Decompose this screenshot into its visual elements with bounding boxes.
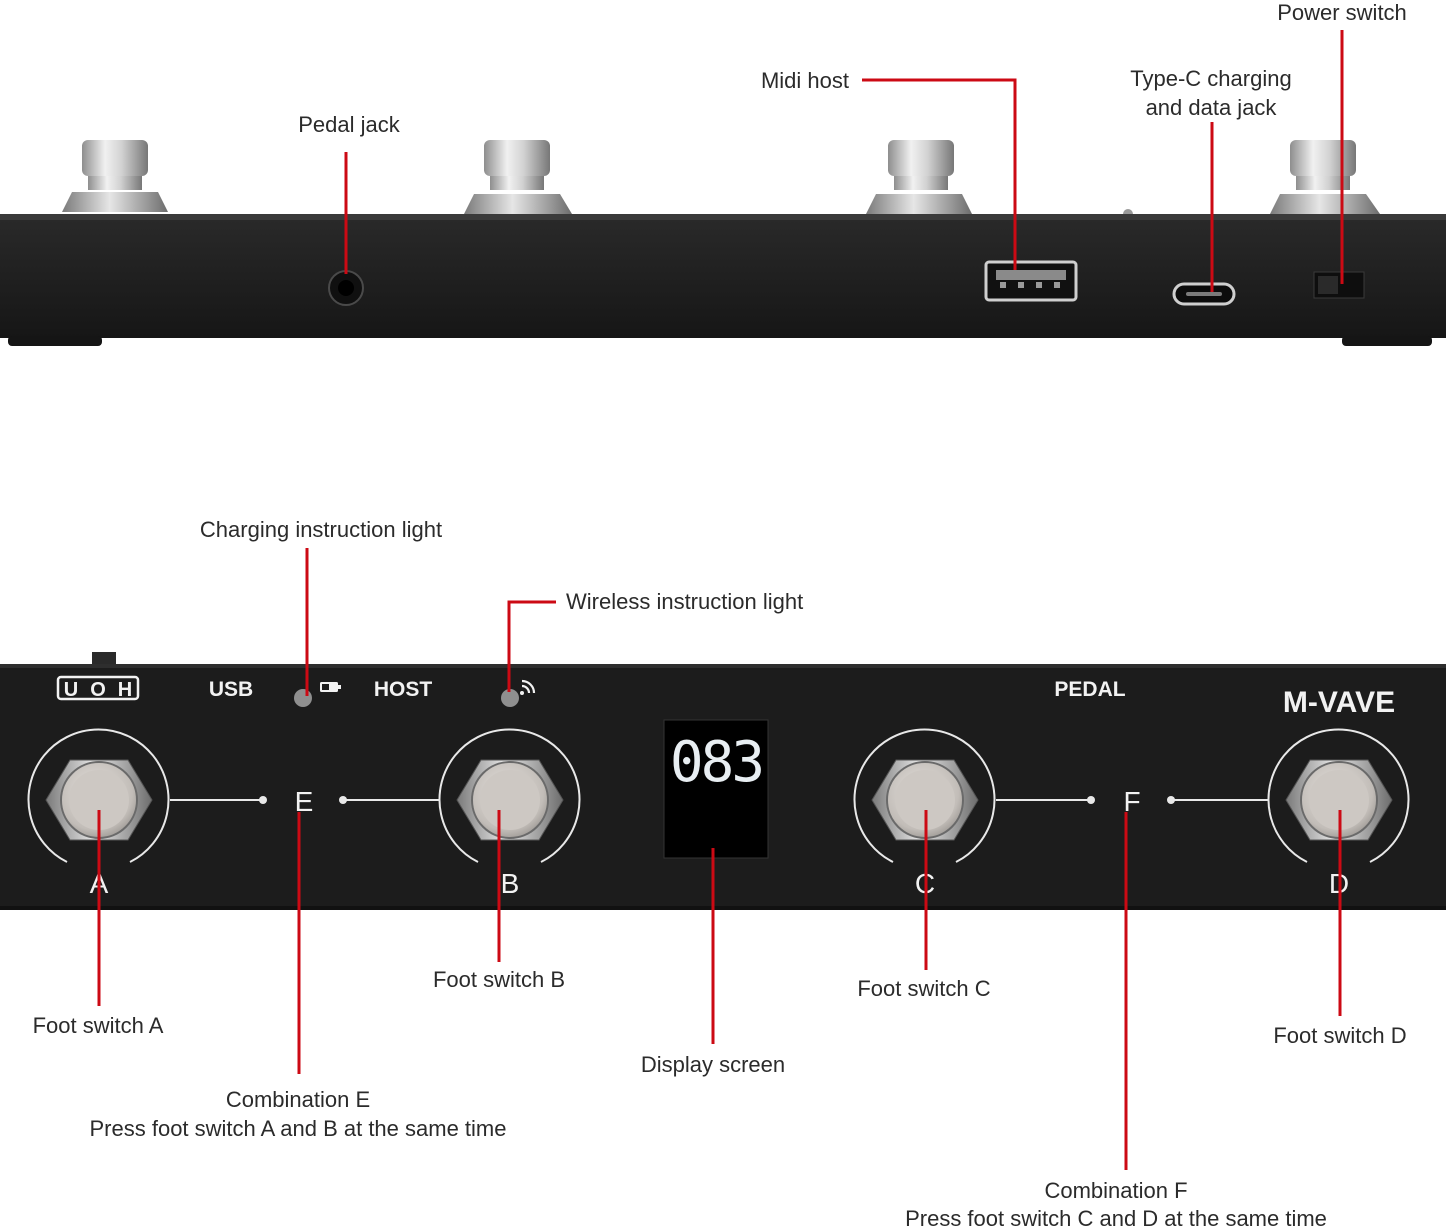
leader-lines-top [344,30,1344,292]
display-value: 083 [670,730,762,795]
display-screen: 083 [663,719,769,859]
rubber-foot-left [8,336,102,346]
wireless-icon [520,679,536,695]
foot-switch-c [853,728,996,863]
side-foot-switch-3 [866,140,972,214]
wireless-led [501,689,519,707]
label-midi-host: Midi host [761,68,849,93]
side-foot-switch-4 [1270,140,1380,214]
panel-letter-f: F [1123,786,1140,817]
label-wireless-light: Wireless instruction light [566,589,803,614]
mode-switch-uoh: U O H [56,675,140,701]
label-combination-f-desc: Press foot switch C and D at the same ti… [905,1206,1327,1230]
panel-letter-e: E [295,786,314,817]
rubber-foot-right [1342,336,1432,346]
panel-usb-label: USB [209,678,253,701]
type-c-port [1172,282,1236,306]
pedal-jack [328,270,364,306]
label-type-c-line2: and data jack [1146,95,1278,120]
leader-midi-host [862,78,1017,270]
top-view: U O H USB HOST PEDAL M-VAVE [0,652,1446,910]
label-foot-switch-a: Foot switch A [33,1013,164,1038]
mode-switch-letter-o: O [90,679,106,701]
charging-led [294,689,312,707]
label-foot-switch-c: Foot switch C [857,976,990,1001]
combination-e-connector [170,796,440,804]
label-combination-e-desc: Press foot switch A and B at the same ti… [90,1116,507,1141]
side-foot-switch-1 [62,140,168,212]
label-foot-switch-b: Foot switch B [433,967,565,992]
foot-switch-a [27,728,170,863]
side-view [0,140,1446,346]
side-foot-switch-2 [464,140,572,214]
label-foot-switch-d: Foot switch D [1273,1023,1406,1048]
leader-lines-bottom [97,548,1342,1170]
mode-switch-letter-u: U [64,679,78,701]
battery-icon [320,682,341,692]
side-body [0,214,1446,338]
label-type-c-line1: Type-C charging [1130,66,1291,91]
foot-switch-d [1267,728,1410,863]
panel-pedal-label: PEDAL [1054,678,1125,701]
panel-letter-b: B [501,868,520,899]
combination-f-connector [996,796,1268,804]
brand-logo: M-VAVE [1283,686,1395,719]
power-switch [1313,271,1365,299]
usb-host-port [984,260,1078,302]
label-display-screen: Display screen [641,1052,785,1077]
leader-wireless-light [507,600,556,692]
label-power-switch: Power switch [1277,0,1407,25]
mode-switch-letter-h: H [118,679,132,701]
label-combination-f-title: Combination F [1044,1178,1187,1203]
label-pedal-jack: Pedal jack [298,112,401,137]
panel-host-label: HOST [374,678,433,701]
label-combination-e-title: Combination E [226,1087,370,1112]
foot-switch-b [438,728,581,863]
label-charging-light: Charging instruction light [200,517,442,542]
